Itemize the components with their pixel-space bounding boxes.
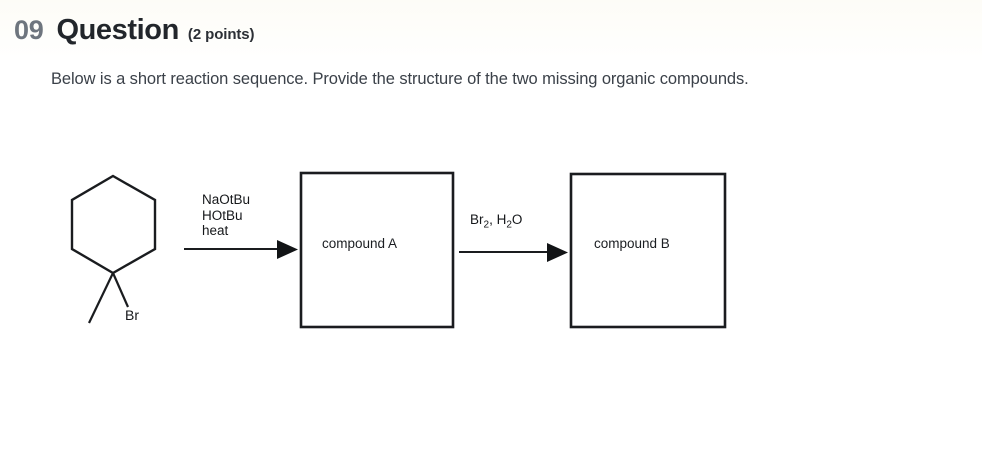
reaction-scheme-graphic xyxy=(70,171,727,329)
compound-b-label: compound B xyxy=(594,236,670,251)
reaction-arrow-1 xyxy=(184,240,298,259)
page-title: Question xyxy=(56,14,179,46)
reagent-line-1: NaOtBu xyxy=(202,192,251,207)
arrow-2-head-icon xyxy=(547,243,568,262)
compound-b-box[interactable] xyxy=(569,172,727,329)
cyclohexane-ring-icon xyxy=(70,174,157,275)
reagent-2-bromine: Br xyxy=(470,212,484,227)
question-header: 09 Question (2 points) xyxy=(14,14,255,47)
reagent-2-bromine-subscript: 2 xyxy=(483,219,490,231)
question-points-badge: (2 points) xyxy=(187,26,255,43)
reaction-scheme: NaOtBu HOtBu heat Br2, H2O compound A co… xyxy=(0,150,982,350)
bromine-atom-label: Br xyxy=(125,307,139,323)
question-prompt: Below is a short reaction sequence. Prov… xyxy=(51,70,749,88)
reagent-2-oxygen: O xyxy=(511,212,523,227)
reagent-label-step-1: NaOtBu HOtBu heat xyxy=(202,192,250,239)
arrow-1-head-icon xyxy=(277,240,298,259)
reagent-line-2: HOtBu xyxy=(202,207,243,223)
reaction-arrow-2 xyxy=(459,243,568,262)
reagent-2-water-subscript: 2 xyxy=(506,219,512,231)
reactant-structure-cyclohexane xyxy=(70,174,157,324)
question-number: 09 xyxy=(14,15,44,45)
reagent-2-separator: , H xyxy=(489,212,507,227)
methyl-bond xyxy=(88,272,114,324)
carbon-bromine-bond xyxy=(111,272,130,308)
compound-a-label: compound A xyxy=(322,236,398,251)
reagent-label-step-2: Br2, H2O xyxy=(470,212,522,233)
compound-a-box[interactable] xyxy=(299,171,455,329)
reagent-line-3: heat xyxy=(202,223,229,238)
